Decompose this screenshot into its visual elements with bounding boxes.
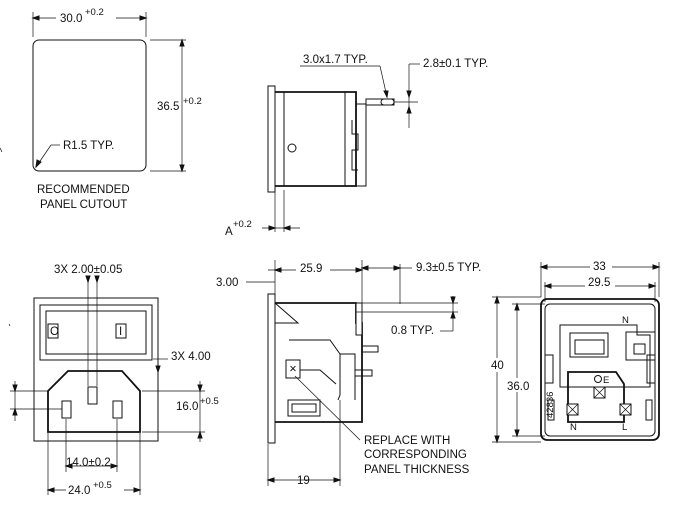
front-height-value: 16.0: [176, 401, 198, 413]
front-height-tol: +0.5: [200, 396, 219, 407]
pin-thickness-note: 2.8±0.1 TYP.: [423, 58, 488, 70]
section-flange: [267, 293, 276, 444]
dim-a-tol: +0.2: [233, 219, 252, 230]
side-view-bottom: ✕ 25.9 9.3±0.5 TYP. 0.8 TYP. 3.00: [216, 260, 481, 487]
switch-on-label: I: [119, 326, 122, 338]
pin-spacing-value: 14.0±0.2: [66, 457, 111, 469]
side-view-top: 3.0x1.7 TYP. 2.8±0.1 TYP. A +0.2: [225, 54, 488, 238]
replace-note-line2: CORRESPONDING: [364, 449, 467, 461]
cutout-height-value: 36.5: [157, 101, 179, 113]
panel-cutout-view: 30.0 +0.2 36.5 +0.2 R1.5 TYP. RECOMMENDE…: [0, 7, 202, 211]
front-width-value: 24.0: [68, 485, 90, 497]
rear-label-n-top: N: [622, 315, 629, 326]
pin-length-note: 9.3±0.5 TYP.: [416, 262, 481, 274]
neutral-pin: [61, 400, 72, 419]
dim-a-label: A: [225, 226, 233, 238]
pin-diameter-note: 3X 2.00±0.05: [54, 264, 122, 276]
front-width-tol: +0.5: [93, 480, 112, 491]
rear-label-l: L: [622, 422, 627, 433]
svg-text:✕: ✕: [289, 364, 297, 375]
replace-note-line1: REPLACE WITH: [364, 435, 450, 447]
pin-offset-note: 3X 4.00: [171, 351, 211, 363]
base-value: 19: [297, 475, 310, 487]
slot-note: 3.0x1.7 TYP.: [303, 54, 368, 66]
rear-code: 42836: [545, 392, 556, 418]
cutout-outline: [32, 39, 147, 172]
cutout-radius-note: R1.5 TYP.: [63, 140, 114, 152]
cutout-caption-line1: RECOMMENDED: [37, 184, 130, 196]
flange: [267, 85, 276, 193]
replace-note-line3: PANEL THICKNESS: [364, 464, 470, 476]
cutout-height-tol: +0.2: [183, 96, 202, 107]
earth-pin: [87, 386, 98, 405]
front-view: O I 3X 2.00±0.05 3X 4.00 16.0 +0.5: [8, 264, 219, 497]
live-pin: [112, 400, 123, 419]
rear-outer-width: 33: [593, 261, 606, 273]
flange-value: 3.00: [216, 277, 238, 289]
cutout-width-value: 30.0: [60, 13, 82, 25]
rear-outer: [540, 298, 660, 441]
rear-view: N L E N 42836 33 29.5 40: [490, 258, 661, 444]
inlet-outline: [47, 370, 141, 433]
pin-thickness-value: 0.8 TYP.: [391, 325, 434, 337]
switch-off-label: O: [50, 326, 59, 338]
rear-label-n: N: [570, 422, 577, 433]
cutout-caption-line2: PANEL CUTOUT: [40, 199, 127, 211]
rear-inner-width: 29.5: [588, 277, 610, 289]
latch-dot: [287, 143, 297, 153]
rear-outer-height: 40: [491, 360, 504, 372]
rocker-switch: [39, 304, 153, 361]
rear-label-e: E: [603, 375, 609, 386]
cutout-width-tol: +0.2: [85, 7, 104, 18]
rear-inner-height: 36.0: [507, 381, 529, 393]
depth-value: 25.9: [300, 263, 322, 275]
